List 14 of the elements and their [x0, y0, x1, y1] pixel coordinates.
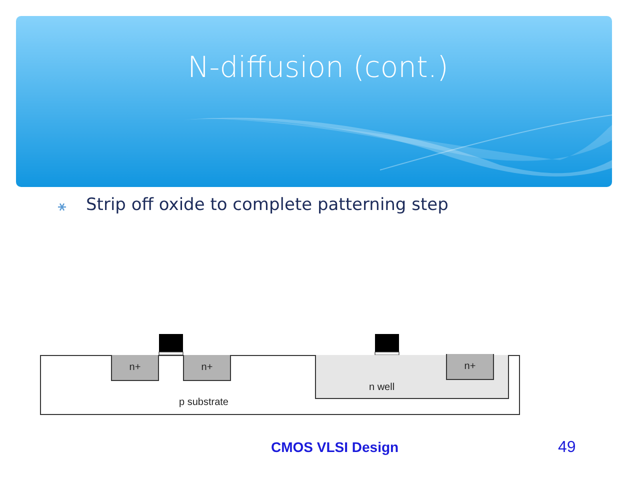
diffusion-region	[111, 355, 159, 381]
footer-text: CMOS VLSI Design	[271, 439, 399, 455]
region-label: p substrate	[179, 397, 228, 408]
region-label: n well	[369, 382, 395, 393]
substrate-region	[40, 355, 520, 415]
region-label: n+	[129, 362, 141, 373]
well-region	[315, 355, 509, 399]
page-number: 49	[558, 439, 576, 457]
bullet-text: Strip off oxide to complete patterning step	[86, 195, 448, 215]
diffusion-region	[183, 355, 231, 381]
region-label: n+	[201, 362, 213, 373]
diffusion-region	[446, 354, 494, 380]
region-label: n+	[464, 361, 476, 372]
slide-title: N-diffusion (cont.)	[186, 50, 450, 84]
